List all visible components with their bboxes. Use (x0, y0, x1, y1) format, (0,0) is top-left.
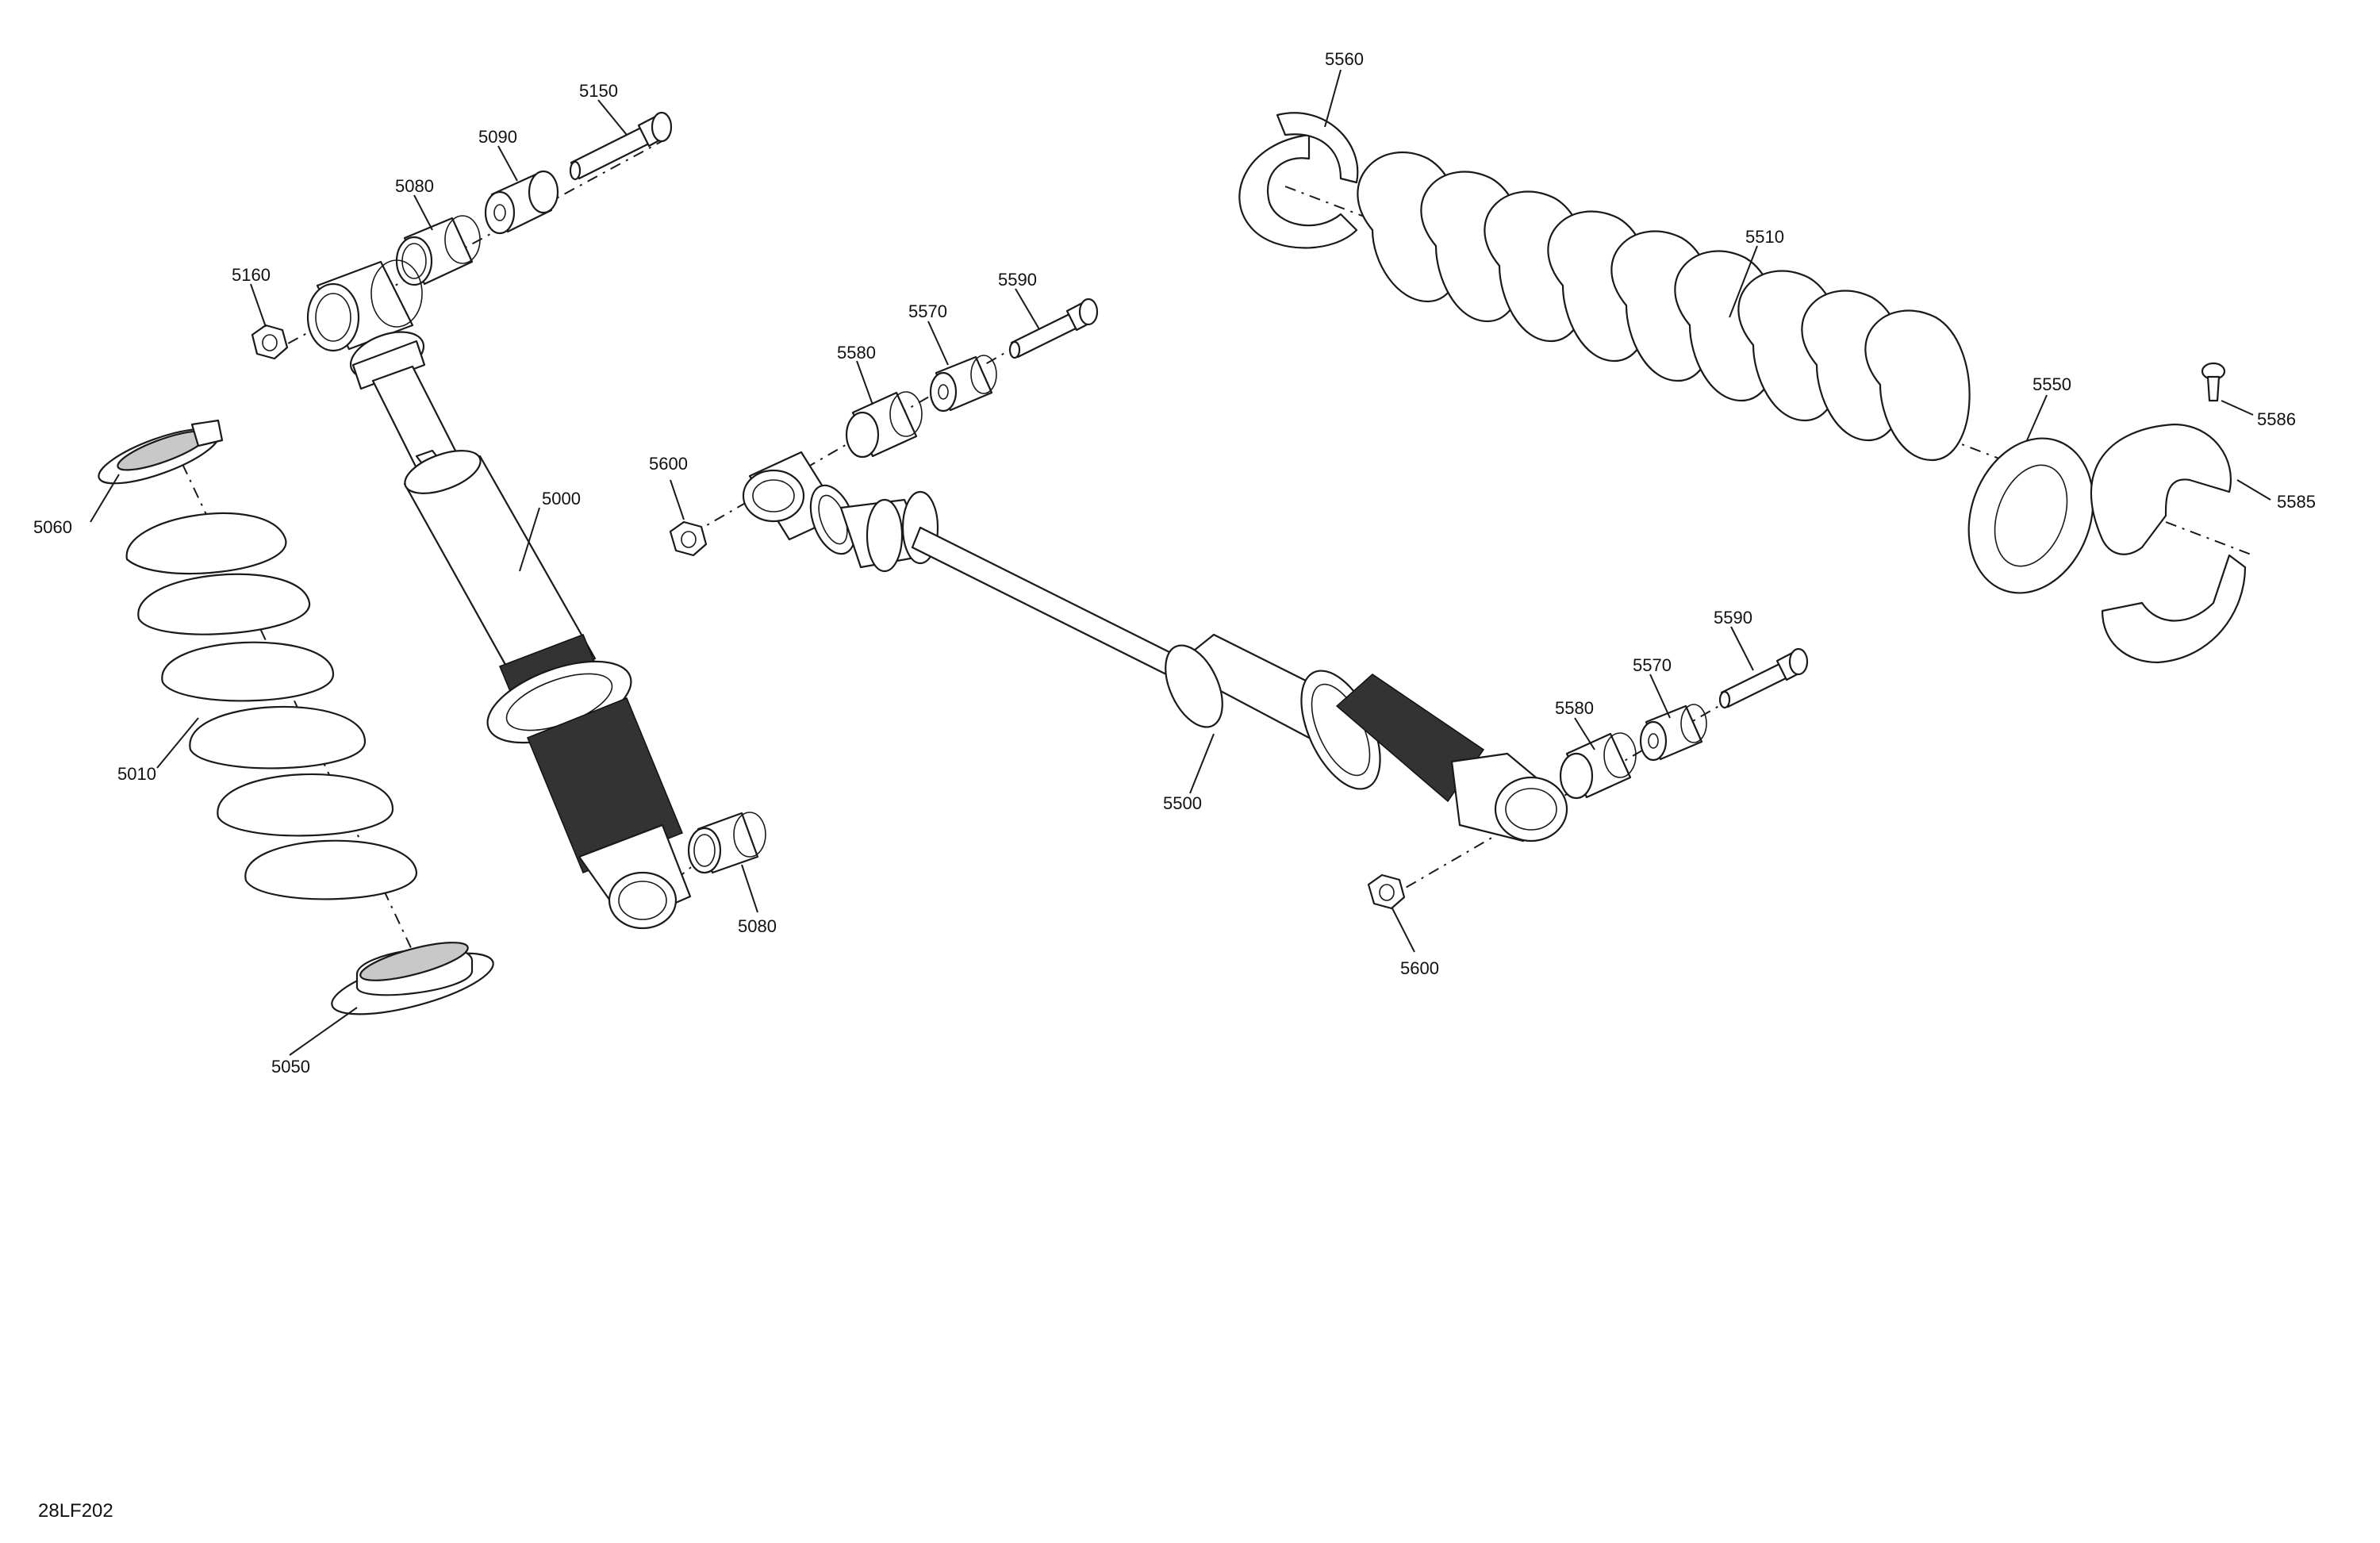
callout-5550: 5550 (2033, 374, 2071, 394)
spring-5510 (1357, 151, 1971, 462)
callout-5010: 5010 (117, 764, 156, 784)
leader-lines (90, 69, 2271, 1056)
callout-5080-bottom: 5080 (738, 916, 777, 936)
callout-5160: 5160 (232, 265, 271, 285)
callout-5560: 5560 (1325, 49, 1364, 69)
callout-labels: 5150 5090 5080 5160 5060 5000 5010 5080 … (33, 49, 2316, 1077)
callout-5580-bottom: 5580 (1555, 698, 1594, 718)
callout-5600-bottom: 5600 (1400, 958, 1439, 978)
bushing-5080-bottom (687, 812, 766, 874)
bushing-5080-top (395, 215, 481, 286)
callout-5600-top: 5600 (649, 454, 688, 474)
retainer-5585 (2090, 423, 2247, 664)
callout-5090: 5090 (478, 127, 517, 147)
spacer-5570-top (929, 355, 997, 413)
bolt-5150 (569, 111, 673, 181)
middle-centerlines (681, 305, 1802, 889)
callout-5590-bottom: 5590 (1714, 608, 1752, 628)
nut-5160 (251, 324, 289, 360)
figure-id: 28LF202 (38, 1500, 113, 1522)
callout-5570-bottom: 5570 (1633, 655, 1672, 675)
spring-seat-5060 (98, 419, 224, 485)
spacer-5570-bottom (1639, 704, 1707, 762)
bolt-5590-bottom (1718, 647, 1809, 709)
clip-5560 (1238, 112, 1359, 249)
bushing-5580-bottom (1559, 732, 1637, 800)
callout-5000: 5000 (542, 489, 581, 509)
callout-5500: 5500 (1163, 793, 1202, 813)
spring-5010 (125, 512, 418, 900)
nut-5600-bottom (1367, 873, 1406, 910)
shock-5500 (742, 451, 1568, 843)
ring-5550 (1967, 437, 2094, 594)
nut-5600-top (669, 520, 708, 557)
callout-5060: 5060 (33, 517, 72, 537)
callout-5150: 5150 (579, 81, 618, 101)
callout-5580-top: 5580 (837, 343, 876, 363)
bushing-5580-top (845, 391, 923, 459)
callout-5586: 5586 (2257, 409, 2296, 429)
callout-5590-top: 5590 (998, 270, 1037, 290)
bolt-5590-top (1008, 297, 1099, 359)
shock-5000 (306, 259, 692, 930)
spring-seat-5050 (331, 942, 494, 1015)
callout-5080-top: 5080 (395, 176, 434, 196)
spacer-5090 (484, 170, 559, 235)
screw-5586 (2201, 362, 2226, 402)
callout-5050: 5050 (271, 1057, 310, 1077)
callout-5570-top: 5570 (908, 301, 947, 321)
callout-5510: 5510 (1745, 227, 1784, 247)
callout-5585: 5585 (2277, 492, 2316, 512)
